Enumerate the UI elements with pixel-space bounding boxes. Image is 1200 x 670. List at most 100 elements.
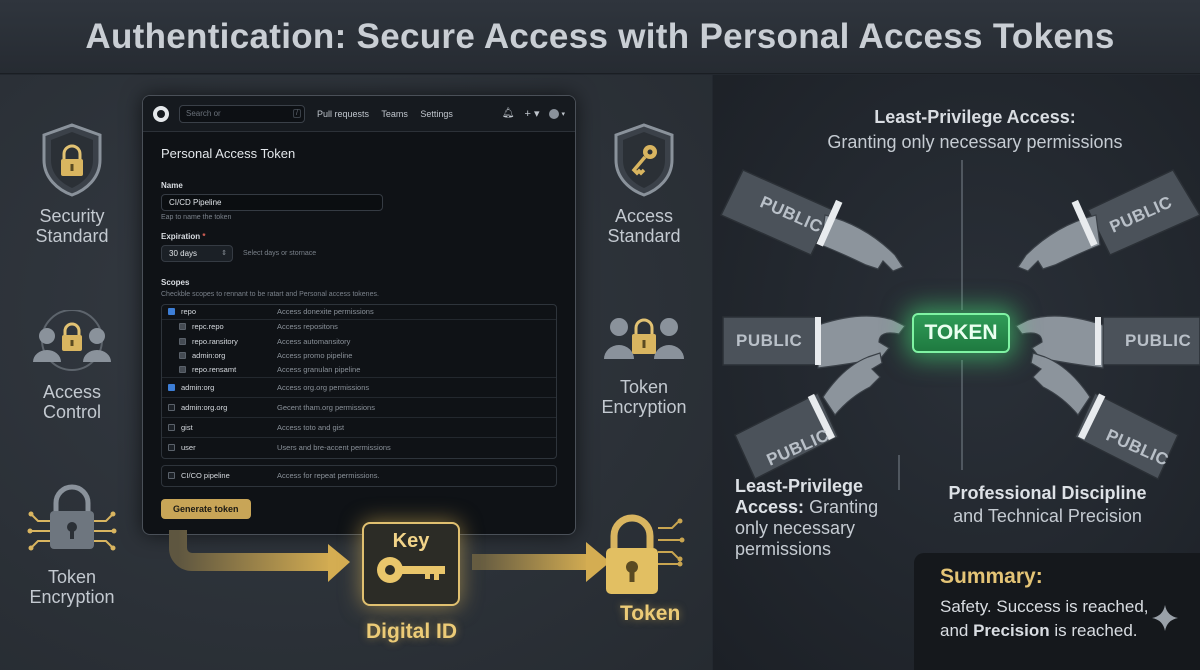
sleeve-top-right <box>1086 169 1200 256</box>
required-marker: * <box>202 232 206 241</box>
least-privilege-top: Least-Privilege Access: Granting only ne… <box>800 107 1150 153</box>
search-shortcut-key: / <box>293 108 301 118</box>
summary-line-1: Safety. Success is reached, <box>940 597 1149 616</box>
feature-access-control: Access Control <box>22 310 122 422</box>
scope-checkbox[interactable] <box>179 352 186 360</box>
scope-checkbox[interactable] <box>168 383 175 391</box>
scope-checkbox[interactable] <box>179 366 186 374</box>
users-lock-icon <box>604 318 684 359</box>
github-token-window: Search or / Pull requests Teams Settings… <box>142 95 576 535</box>
expiration-label-row: Expiration * <box>161 232 557 241</box>
nav-settings[interactable]: Settings <box>420 108 453 119</box>
feature-label: Access Standard <box>607 206 681 246</box>
header-actions: 🔔︎ + ▾ ▾ <box>502 107 565 120</box>
expiration-select[interactable]: 30 days <box>161 245 233 262</box>
name-label: Name <box>161 181 183 190</box>
sleeve-mid-left <box>722 316 819 366</box>
search-placeholder: Search or <box>186 108 221 118</box>
plus-menu-icon[interactable]: + ▾ <box>524 108 540 120</box>
token-badge: TOKEN <box>912 313 1010 353</box>
shield-key-icon <box>614 123 674 197</box>
github-logo-icon[interactable] <box>153 105 169 122</box>
search-input[interactable]: Search or / <box>179 104 305 123</box>
scopes-note: Checkble scopes to rennant to be ratart … <box>161 291 379 298</box>
least-privilege-heading: Least-Privilege Access: <box>874 107 1076 127</box>
notification-bell-icon[interactable]: 🔔︎ <box>501 108 515 119</box>
nav-teams[interactable]: Teams <box>381 108 408 119</box>
arrow-head <box>328 544 350 582</box>
key-box: Key <box>362 522 460 606</box>
expiration-hint: Select days or stornace <box>243 250 317 257</box>
generate-token-button[interactable]: Generate token <box>161 498 251 519</box>
scope-desc: Access repositons <box>277 322 338 332</box>
feature-token-encryption-right: Token Encryption <box>594 305 694 417</box>
professional-discipline: Professional Discipline and Technical Pr… <box>930 482 1165 528</box>
scope-desc: Access automansitory <box>277 336 351 346</box>
scope-name: admin:org <box>192 351 226 361</box>
summary-bold: Precision <box>973 621 1050 640</box>
chevron-down-icon[interactable]: ▾ <box>561 110 565 118</box>
scope-desc: Users and bre-accent permissions <box>277 443 391 452</box>
scope-name: CI/CO pipeline <box>181 471 230 480</box>
arrow-to-token <box>472 554 590 570</box>
summary-text: is reached. <box>1049 621 1138 640</box>
scope-desc: Gecent tham.org permissions <box>277 402 375 412</box>
summary-title: Summary: <box>940 565 1043 588</box>
hand-bottom-right <box>1030 352 1091 417</box>
scope-checkbox[interactable] <box>179 337 186 345</box>
expiration-label: Expiration <box>161 232 201 241</box>
scope-checkbox[interactable] <box>168 472 175 479</box>
feature-label: Token Encryption <box>29 567 115 607</box>
scope-desc: Access promo pipeline <box>277 351 353 361</box>
hands-illustration <box>719 160 1200 490</box>
github-nav: Pull requests Teams Settings <box>317 109 463 119</box>
least-privilege-sub: Granting only necessary permissions <box>827 132 1123 152</box>
flow-arrows <box>169 530 610 582</box>
scope-name: admin:org.org <box>181 402 228 412</box>
scope-name: admin:org <box>181 382 215 392</box>
hand-bottom-left <box>822 352 883 417</box>
hand-label-mid-left: PUBLIC <box>736 331 803 350</box>
nav-pull-requests[interactable]: Pull requests <box>317 108 370 119</box>
token-form: Personal Access Token Name CI/CD Pipelin… <box>143 132 575 531</box>
page-title: Authentication: Secure Access with Perso… <box>85 16 1115 56</box>
scope-row[interactable]: user Users and bre-accent permissions <box>162 438 556 458</box>
circuit-lock-icon <box>27 484 117 551</box>
sleeve-top-left <box>719 169 835 256</box>
scope-row[interactable]: admin:org.org Gecent tham.org permissions <box>162 398 556 418</box>
scope-checkbox[interactable] <box>168 444 175 451</box>
summary-text: and <box>940 621 974 640</box>
discipline-text: and Technical Precision <box>953 506 1142 526</box>
arrow-to-key <box>169 530 332 571</box>
scope-checkbox[interactable] <box>168 403 175 411</box>
hand-top-right <box>1017 214 1101 272</box>
key-label: Key <box>392 530 430 552</box>
scope-name: repo <box>181 307 197 317</box>
scope-desc: Access granulan pipeline <box>277 365 361 375</box>
scope-checkbox[interactable] <box>168 423 175 431</box>
gold-lock-icon <box>606 514 685 594</box>
arrow-head <box>586 542 610 582</box>
scope-checkbox[interactable] <box>168 308 175 316</box>
sleeve-bottom-right <box>1074 391 1179 481</box>
avatar[interactable] <box>549 108 560 119</box>
scope-row[interactable]: admin:org Access promo pipeline <box>162 349 556 364</box>
hand-label-mid-right: PUBLIC <box>1125 331 1192 350</box>
sparkle-icon <box>1152 605 1178 631</box>
name-input[interactable]: CI/CD Pipeline <box>161 194 383 211</box>
scope-name: gist <box>181 422 193 432</box>
feature-access-standard: Access Standard <box>594 122 694 246</box>
sleeve-bottom-left <box>734 391 839 481</box>
scope-name: user <box>181 443 196 452</box>
feature-security-standard: Security Standard <box>22 122 122 246</box>
least-privilege-bottom-text: Granting only necessary permissions <box>735 497 879 559</box>
scope-checkbox[interactable] <box>179 323 186 331</box>
